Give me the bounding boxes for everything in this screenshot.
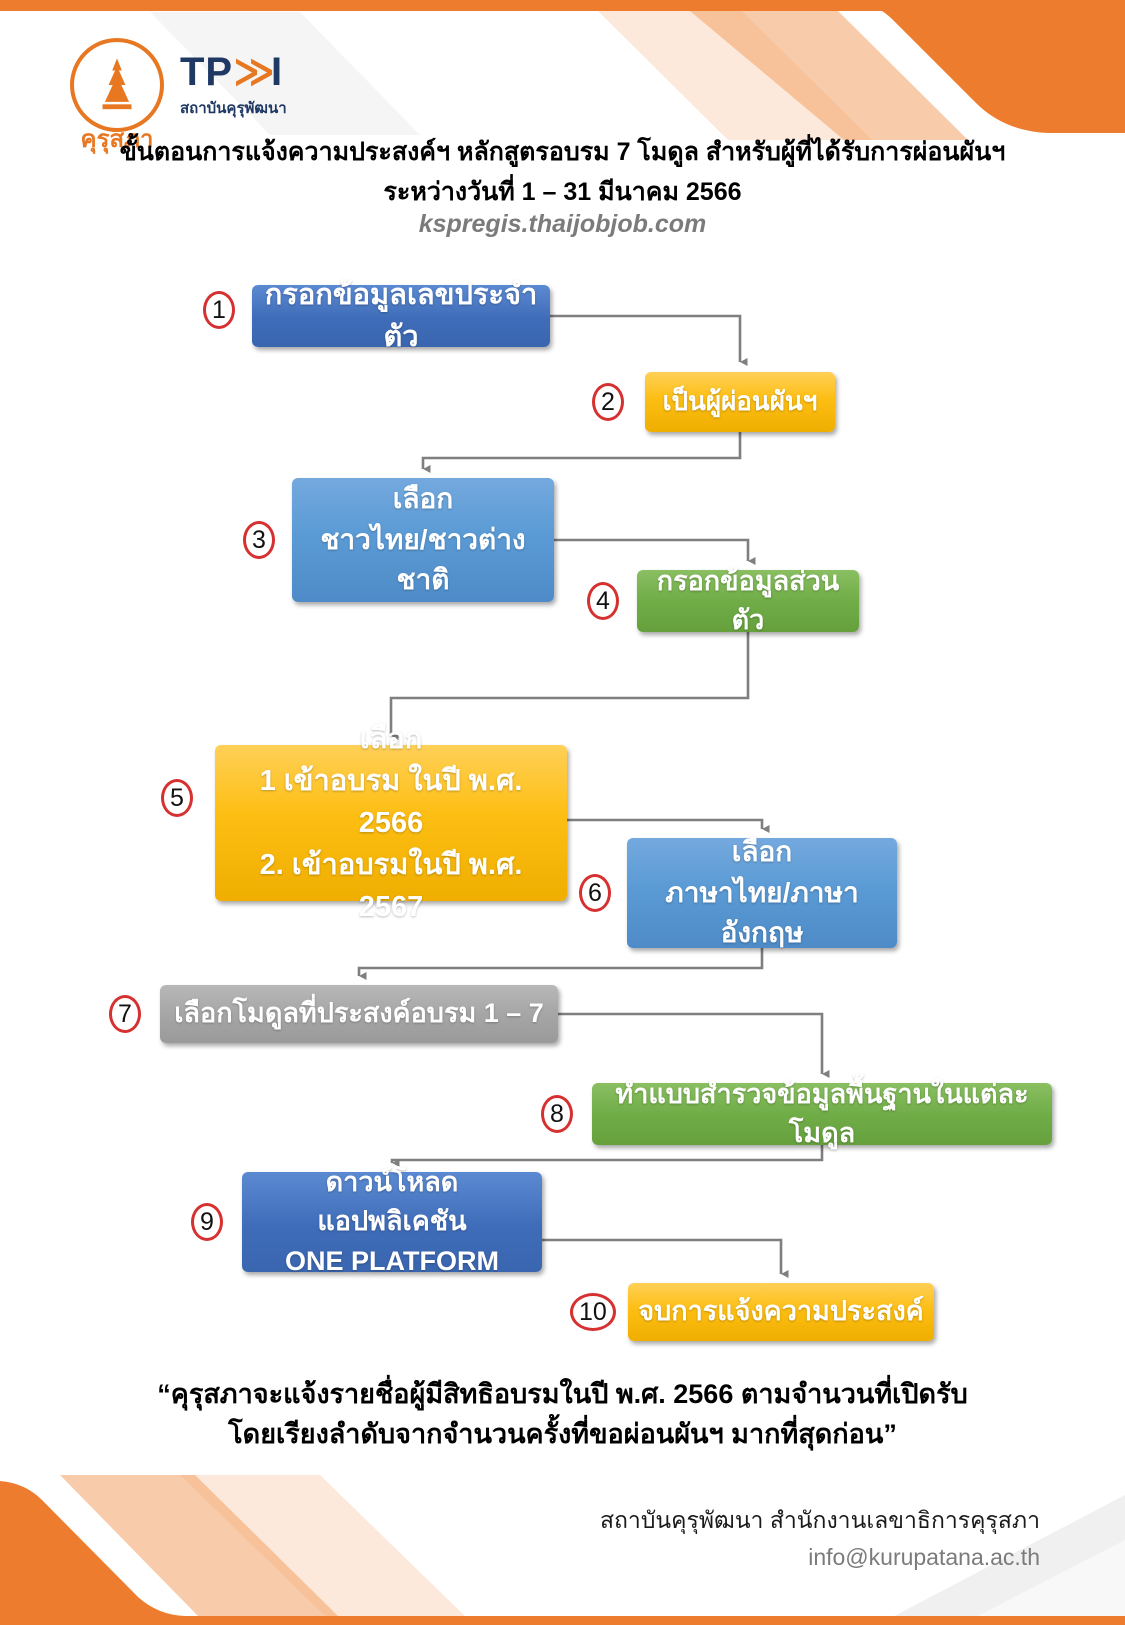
flow-step-8-box: ทำแบบสำรวจข้อมูลพื้นฐานในแต่ละโมดูล bbox=[592, 1079, 1052, 1148]
contact-email: info@kurupatana.ac.th bbox=[808, 1543, 1040, 1570]
flow-step-9-label-line1: ดาวน์โหลดแอปพลิเคชัน bbox=[317, 1167, 467, 1237]
bottom-orange-bar bbox=[0, 1616, 1125, 1625]
flow-step-7-label: เลือกโมดูลที่ประสงค์อบรม 1 – 7 bbox=[174, 998, 544, 1029]
pale-orange-band-bottom bbox=[180, 1475, 465, 1616]
flow-step-8-label: ทำแบบสำรวจข้อมูลพื้นฐานในแต่ละโมดูล bbox=[615, 1078, 1029, 1148]
connector-3-4 bbox=[554, 538, 748, 561]
kurusapha-logo: คุรุสภา bbox=[70, 38, 164, 152]
page-title-line1: ขั้นตอนการแจ้งความประสงค์ฯ หลักสูตรอบรม … bbox=[119, 138, 1006, 166]
flow-step-9-box: ดาวน์โหลดแอปพลิเคชัน ONE PLATFORM bbox=[242, 1167, 542, 1276]
flow-step-9-label-line2: ONE PLATFORM bbox=[285, 1245, 499, 1276]
orange-corner-wedge bbox=[852, 0, 1125, 133]
connector-5-6 bbox=[567, 818, 762, 829]
connector-1-2 bbox=[550, 314, 740, 362]
tpdi-chevron-icon: ≫ bbox=[233, 50, 275, 94]
tpdi-subtitle: สถาบันคุรุพัฒนา bbox=[180, 100, 287, 117]
flow-step-5-label-line3: 2. เข้าอบรมในปี พ.ศ. 2567 bbox=[259, 849, 523, 924]
flow-step-3-label-line2: ชาวไทย/ชาวต่างชาติ bbox=[320, 523, 526, 596]
registration-url: kspregis.thaijobjob.com bbox=[418, 210, 707, 238]
flow-step-9-number: 9 bbox=[191, 1203, 223, 1241]
tpdi-wordmark: TP≫I bbox=[180, 52, 287, 92]
contact-block: สถาบันคุรุพัฒนา สำนักงานเลขาธิการคุรุสภา… bbox=[600, 1502, 1040, 1576]
flow-step-1-label: กรอกข้อมูลเลขประจำตัว bbox=[264, 278, 538, 353]
flow-step-4-label: กรอกข้อมูลส่วนตัว bbox=[656, 565, 840, 635]
flow-step-8-number: 8 bbox=[541, 1095, 573, 1133]
page-title-line2: ระหว่างวันที่ 1 – 31 มีนาคม 2566 bbox=[383, 178, 742, 206]
medium-orange-band bbox=[690, 11, 968, 140]
tpdi-logo: TP≫I สถาบันคุรุพัฒนา bbox=[180, 52, 287, 120]
flow-step-4-number: 4 bbox=[587, 582, 619, 620]
flow-step-3-box: เลือก ชาวไทย/ชาวต่างชาติ bbox=[292, 478, 554, 602]
connector-2-3 bbox=[421, 432, 742, 469]
flow-step-6-label-line2: ภาษาไทย/ภาษาอังกฤษ bbox=[665, 876, 859, 949]
flow-step-5-label-line2: 1 เข้าอบรม ในปี พ.ศ. 2566 bbox=[259, 764, 523, 839]
flow-step-10-number: 10 bbox=[570, 1293, 616, 1331]
flow-step-3-label-line1: เลือก bbox=[392, 483, 454, 515]
footer-quote-line1: “คุรุสภาจะแจ้งรายชื่อผู้มีสิทธิอบรมในปี … bbox=[157, 1379, 968, 1409]
pale-orange-band bbox=[598, 11, 872, 140]
tpdi-word-right: I bbox=[271, 50, 284, 94]
flow-step-5-label-line1: เลือก bbox=[359, 722, 423, 755]
flow-step-6-box: เลือก ภาษาไทย/ภาษาอังกฤษ bbox=[627, 836, 897, 948]
flow-step-6-label-line1: เลือก bbox=[731, 836, 793, 868]
medium-orange-band-bottom bbox=[60, 1475, 338, 1616]
footer-quote-line2: โดยเรียงลำดับจากจำนวนครั้งที่ขอผ่อนผันฯ … bbox=[228, 1419, 897, 1449]
flow-step-3-number: 3 bbox=[243, 521, 275, 559]
flow-step-5-box: เลือก 1 เข้าอบรม ในปี พ.ศ. 2566 2. เข้าอ… bbox=[215, 723, 567, 923]
tpdi-word-left: TP bbox=[180, 50, 234, 94]
flow-step-5-number: 5 bbox=[161, 779, 193, 817]
flow-step-6-number: 6 bbox=[579, 874, 611, 912]
flow-step-10-label: จบการแจ้งความประสงค์ bbox=[638, 1296, 924, 1327]
kurusapha-logo-label: คุรุสภา bbox=[80, 126, 154, 153]
flow-step-7-box: เลือกโมดูลที่ประสงค์อบรม 1 – 7 bbox=[160, 985, 558, 1043]
flow-step-2-label: เป็นผู้ผ่อนผันฯ bbox=[662, 386, 818, 417]
connector-9-10 bbox=[542, 1238, 781, 1274]
flow-step-4-box: กรอกข้อมูลส่วนตัว bbox=[637, 566, 859, 635]
connector-4-5 bbox=[389, 632, 750, 736]
kurusapha-emblem-icon bbox=[70, 38, 164, 132]
top-orange-bar bbox=[0, 0, 1125, 11]
flow-step-7-number: 7 bbox=[109, 995, 141, 1033]
flow-step-1-number: 1 bbox=[203, 291, 235, 329]
logo-block: คุรุสภา TP≫I สถาบันคุรุพัฒนา bbox=[70, 38, 287, 152]
flow-step-1-box: กรอกข้อมูลเลขประจำตัว bbox=[252, 279, 550, 353]
orange-corner-wedge-bottom bbox=[0, 1481, 185, 1616]
flow-step-2-number: 2 bbox=[592, 383, 624, 421]
emblem-glyph bbox=[102, 58, 132, 110]
flow-step-2-box: เป็นผู้ผ่อนผันฯ bbox=[645, 372, 835, 432]
contact-organization: สถาบันคุรุพัฒนา สำนักงานเลขาธิการคุรุสภา bbox=[599, 1507, 1040, 1533]
flow-step-10-box: จบการแจ้งความประสงค์ bbox=[628, 1283, 934, 1341]
connector-7-8 bbox=[558, 1012, 822, 1074]
